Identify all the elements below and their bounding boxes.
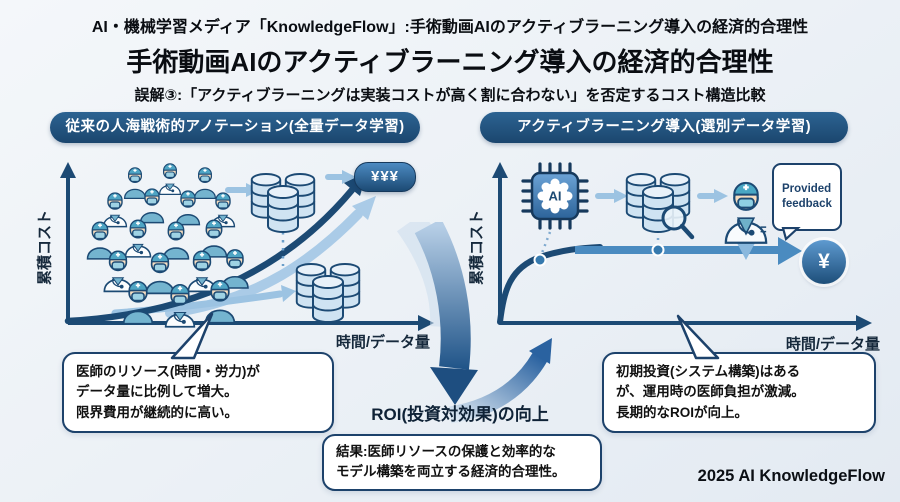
right-panel-header-pill: アクティブラーニング導入(選別データ学習) — [480, 112, 848, 143]
chip-label: AI — [549, 189, 562, 204]
database-stack-icon — [297, 264, 360, 322]
left-callout-pointer — [170, 312, 214, 360]
yen-cost-low-badge: ¥ — [802, 240, 846, 284]
left-panel-header-pill: 従来の人海戦術的アノテーション(全量データ学習) — [50, 112, 420, 143]
right-x-axis-label: 時間/データ量 — [785, 336, 880, 353]
down-arrow-icon — [414, 222, 478, 405]
feedback-bubble-text: Provided feedback — [782, 183, 832, 210]
credit-text: 2025 AI KnowledgeFlow — [697, 467, 885, 485]
media-kicker: AI・機械学習メディア「KnowledgeFlow」:手術動画AIのアクティブラ… — [91, 19, 809, 36]
page-title: 手術動画AIのアクティブラーニング導入の経済的合理性 — [126, 47, 774, 77]
yen-cost-high-badge: ¥¥¥ — [354, 162, 416, 192]
right-callout-box: 初期投資(システム構築)はある が、運用時の医師負担が激減。 長期的なROIが向… — [602, 352, 876, 433]
result-box: 結果:医師リソースの保護と効率的な モデル構築を両立する経済的合理性。 — [322, 434, 602, 491]
left-callout-box: 医師のリソース(時間・労力)が データ量に比例して増大。 限界費用が継続的に高い… — [62, 352, 334, 433]
brain-icon — [537, 178, 573, 214]
magnifier-icon — [661, 205, 687, 231]
database-with-magnifier-icon — [627, 174, 695, 240]
ai-chip-icon: AI — [521, 162, 589, 230]
page-subtitle: 誤解③:「アクティブラーニングは実装コストが高く割に合わない」を否定するコスト構… — [134, 87, 766, 104]
icon-curve-connector-dashes — [540, 231, 660, 254]
doctor-icon — [724, 181, 768, 244]
center-transition-arrows — [396, 222, 552, 424]
bubble-tail-icon — [781, 226, 801, 241]
right-callout-pointer — [676, 314, 720, 360]
database-stack-icon — [252, 174, 315, 232]
left-x-axis-label: 時間/データ量 — [335, 334, 430, 351]
roi-improvement-label: ROI(投資対効果)の向上 — [371, 405, 549, 424]
up-arrow-icon — [448, 338, 552, 424]
feedback-bubble: Provided feedback — [772, 163, 842, 241]
